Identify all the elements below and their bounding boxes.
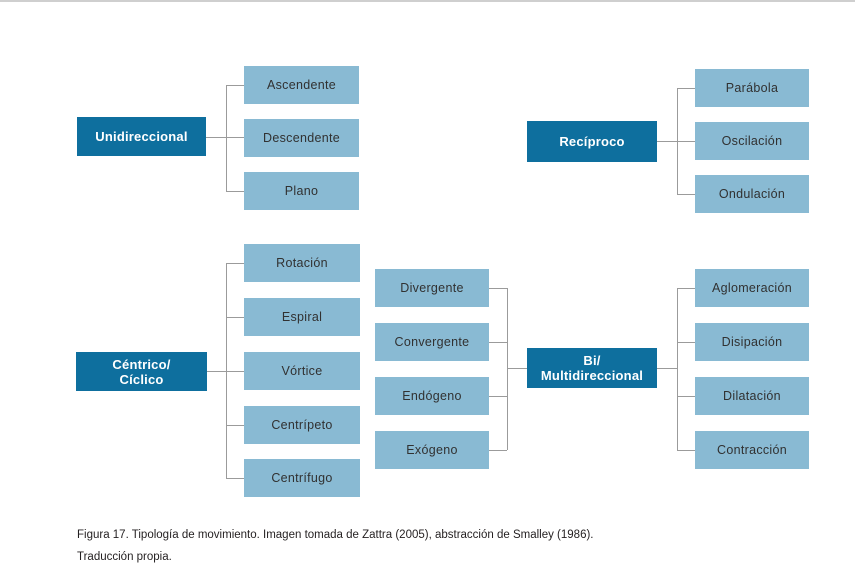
connector-line [657, 368, 677, 369]
node-contraccion: Contracción [695, 431, 809, 469]
node-label: Centrípeto [271, 418, 333, 432]
node-label: Disipación [721, 335, 783, 349]
connector-line [507, 288, 508, 450]
connector-line [677, 288, 678, 450]
node-dilatacion: Dilatación [695, 377, 809, 415]
node-exogeno: Exógeno [375, 431, 489, 469]
node-label: Bi/ [583, 353, 601, 368]
node-label: Dilatación [723, 389, 781, 403]
figure-caption-line2: Traducción propia. [77, 551, 172, 563]
node-divergente: Divergente [375, 269, 489, 307]
connector-line [226, 263, 227, 478]
connector-line [226, 317, 244, 318]
node-centrifugo: Centrífugo [244, 459, 360, 497]
connector-line [677, 342, 695, 343]
node-unidireccional: Unidireccional [77, 117, 206, 156]
node-label: Recíproco [559, 134, 625, 149]
connector-line [226, 478, 244, 479]
node-label: Multidireccional [540, 368, 644, 383]
node-disipacion: Disipación [695, 323, 809, 361]
node-descendente: Descendente [244, 119, 359, 157]
node-label: Endógeno [402, 389, 462, 403]
connector-line [226, 263, 244, 264]
node-reciproco: Recíproco [527, 121, 657, 162]
figure-caption: Figura 17. Tipología de movimiento. Imag… [77, 524, 797, 568]
node-label: Espiral [281, 310, 323, 324]
connector-line [677, 288, 695, 289]
connector-line [206, 137, 244, 138]
node-label: Descendente [263, 131, 340, 145]
connector-line [507, 368, 527, 369]
node-label: Cíclico [119, 371, 164, 387]
node-label: Exógeno [406, 443, 458, 457]
connector-line [226, 425, 244, 426]
node-rotacion: Rotación [244, 244, 360, 282]
node-label: Oscilación [721, 134, 783, 148]
node-ascendente: Ascendente [244, 66, 359, 104]
connector-line [489, 288, 507, 289]
connector-line [207, 371, 244, 372]
connector-line [489, 450, 507, 451]
node-label: Convergente [394, 335, 470, 349]
node-label: Ondulación [718, 187, 786, 201]
node-oscilacion: Oscilación [695, 122, 809, 160]
node-espiral: Espiral [244, 298, 360, 336]
connector-line [677, 88, 678, 194]
node-endogeno: Endógeno [375, 377, 489, 415]
node-label: Centrífugo [271, 471, 333, 485]
figure-caption-line1: Figura 17. Tipología de movimiento. Imag… [77, 529, 594, 541]
node-aglomeracion: Aglomeración [695, 269, 809, 307]
node-bi-multidireccional: Bi/ Multidireccional [527, 348, 657, 388]
node-label: Ascendente [266, 78, 337, 92]
node-ondulacion: Ondulación [695, 175, 809, 213]
connector-line [677, 396, 695, 397]
connector-line [489, 396, 507, 397]
node-plano: Plano [244, 172, 359, 210]
node-label: Parábola [725, 81, 779, 95]
node-label: Céntrico/ [112, 356, 171, 372]
connector-line [657, 141, 695, 142]
node-convergente: Convergente [375, 323, 489, 361]
node-vortice: Vórtice [244, 352, 360, 390]
node-parabola: Parábola [695, 69, 809, 107]
node-label: Vórtice [281, 364, 323, 378]
node-label: Rotación [276, 256, 328, 270]
page-top-border [0, 0, 855, 2]
node-centripeto: Centrípeto [244, 406, 360, 444]
node-label: Divergente [400, 281, 464, 295]
node-centrico-ciclico: Céntrico/ Cíclico [76, 352, 207, 391]
connector-line [226, 85, 227, 191]
connector-line [677, 450, 695, 451]
node-label: Plano [284, 184, 319, 198]
node-label: Contracción [717, 443, 787, 457]
connector-line [677, 88, 695, 89]
connector-line [489, 342, 507, 343]
node-label: Aglomeración [711, 281, 793, 295]
connector-line [677, 194, 695, 195]
node-label: Unidireccional [95, 129, 188, 144]
connector-line [226, 85, 244, 86]
connector-line [226, 191, 244, 192]
